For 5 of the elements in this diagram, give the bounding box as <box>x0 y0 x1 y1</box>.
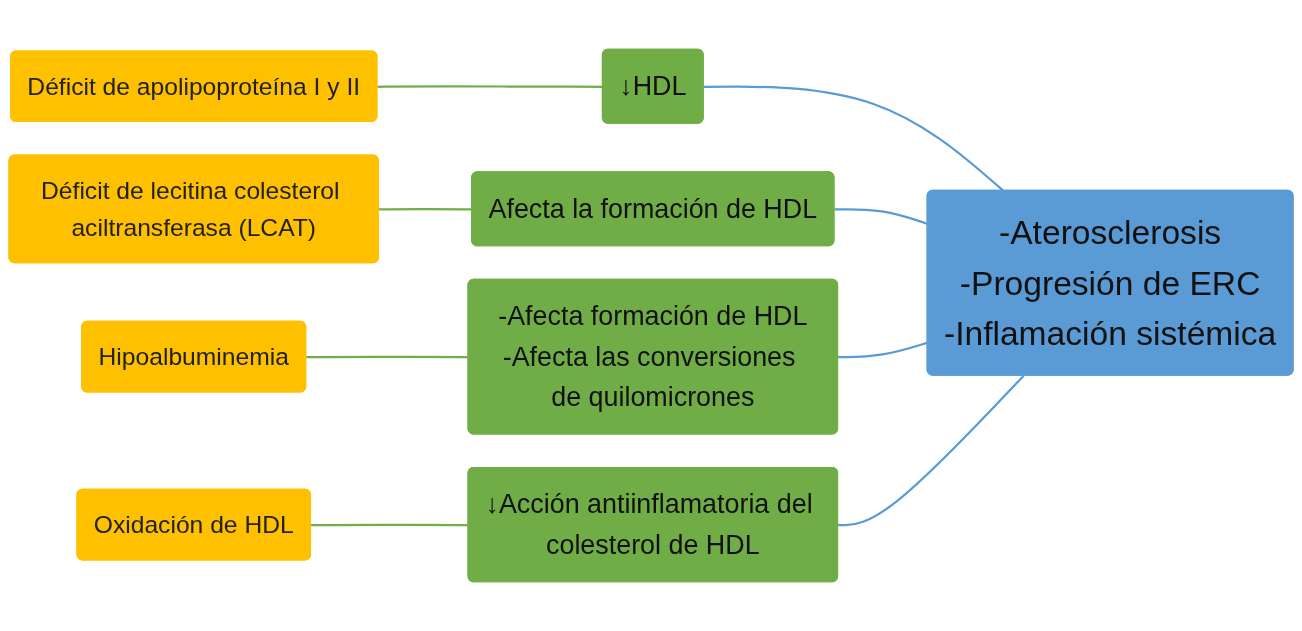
connector <box>838 374 1025 527</box>
connector <box>377 85 603 88</box>
connector <box>311 523 469 527</box>
connector <box>703 85 1005 192</box>
connector <box>306 355 469 359</box>
